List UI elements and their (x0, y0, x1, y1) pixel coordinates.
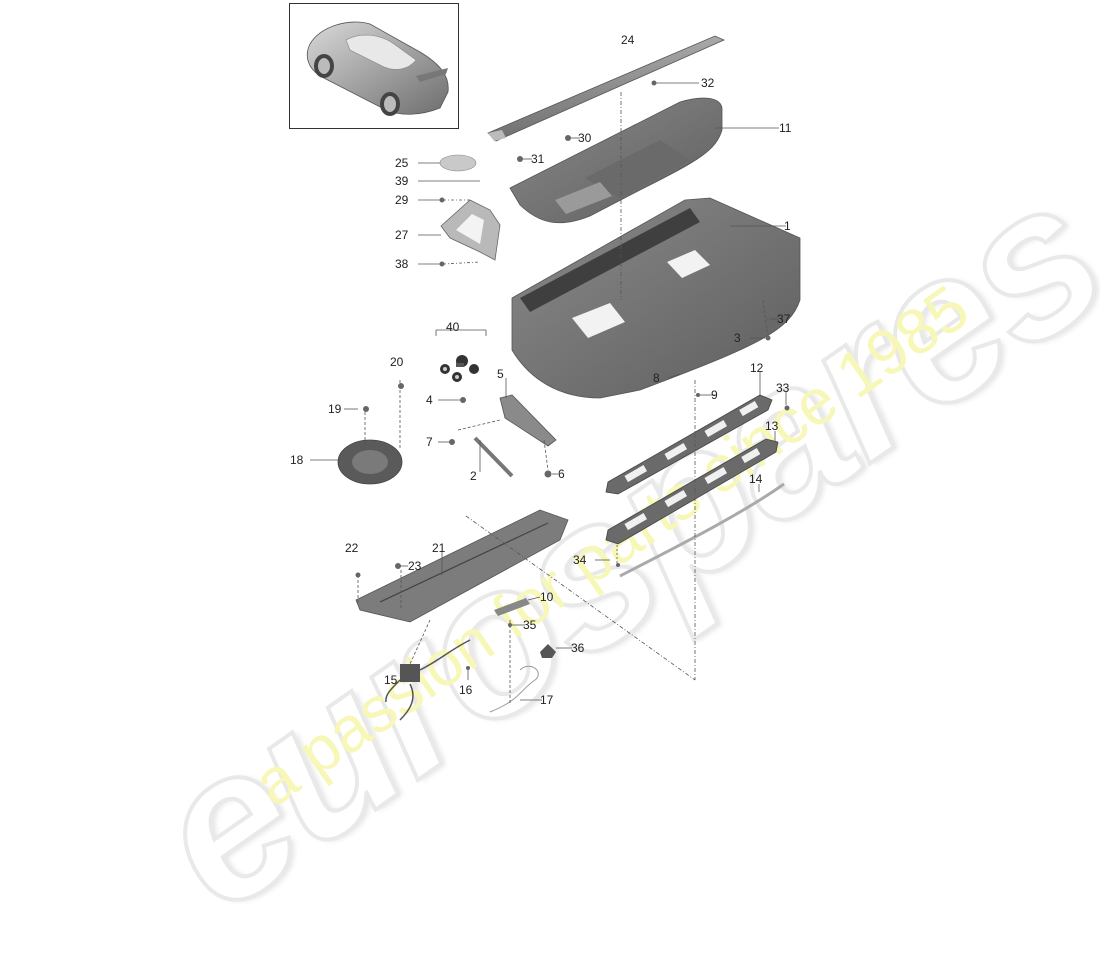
part-13-frame[interactable] (605, 438, 779, 545)
vehicle-thumbnail[interactable] (289, 3, 459, 129)
callout-24[interactable]: 24 (621, 33, 635, 47)
part-2-gas-strut[interactable] (473, 436, 514, 478)
callout-20[interactable]: 20 (390, 355, 404, 369)
callout-31[interactable]: 31 (531, 152, 545, 166)
callout-4[interactable]: 4 (426, 393, 433, 407)
part-24-spoiler-blade[interactable] (487, 35, 725, 142)
callout-37[interactable]: 37 (777, 312, 791, 326)
leader-lines (310, 82, 787, 705)
car-icon (306, 21, 449, 116)
callout-3[interactable]: 3 (734, 331, 741, 345)
callout-23[interactable]: 23 (408, 559, 422, 573)
part-36-clip[interactable] (540, 644, 556, 658)
callout-17[interactable]: 17 (540, 693, 554, 707)
callout-35[interactable]: 35 (523, 618, 537, 632)
callout-18[interactable]: 18 (290, 453, 304, 467)
callout-33[interactable]: 33 (776, 381, 790, 395)
parts-diagram: eurospares a passion for parts since 198… (110, 3, 1100, 957)
part-12-frame[interactable] (605, 394, 773, 495)
part-14-seal-strip[interactable] (619, 482, 785, 578)
callout-10[interactable]: 10 (540, 590, 554, 604)
part-15-lock[interactable] (385, 639, 471, 721)
part-21-lower-panel[interactable] (355, 509, 569, 623)
parts-artwork (310, 35, 801, 721)
callout-30[interactable]: 30 (578, 131, 592, 145)
part-25-cap[interactable] (439, 154, 477, 172)
part-40-fastener-set[interactable] (440, 355, 479, 382)
callout-5[interactable]: 5 (497, 367, 504, 381)
part-11-spoiler-upper[interactable] (509, 97, 723, 224)
part-1-rear-lid[interactable] (511, 197, 801, 399)
callout-36[interactable]: 36 (571, 641, 585, 655)
callout-27[interactable]: 27 (395, 228, 409, 242)
callout-38[interactable]: 38 (395, 257, 409, 271)
part-27-bracket[interactable] (440, 199, 501, 261)
callout-25[interactable]: 25 (395, 156, 409, 170)
callout-6[interactable]: 6 (558, 467, 565, 481)
callout-40[interactable]: 40 (446, 320, 460, 334)
callout-12[interactable]: 12 (750, 361, 764, 375)
callout-11[interactable]: 11 (779, 121, 792, 135)
part-10-latch[interactable] (494, 598, 530, 616)
callout-9[interactable]: 9 (711, 388, 718, 402)
callout-22[interactable]: 22 (345, 541, 359, 555)
callout-7[interactable]: 7 (426, 435, 433, 449)
callout-34[interactable]: 34 (573, 553, 587, 567)
callout-13[interactable]: 13 (765, 419, 779, 433)
part-17-cable[interactable] (489, 665, 539, 713)
small-fasteners (355, 80, 790, 670)
part-5-hinge[interactable] (499, 394, 557, 447)
callout-19[interactable]: 19 (328, 402, 342, 416)
callout-32[interactable]: 32 (701, 76, 715, 90)
callout-15[interactable]: 15 (384, 673, 398, 687)
callout-8[interactable]: 8 (653, 371, 660, 385)
callout-16[interactable]: 16 (459, 683, 473, 697)
callout-2[interactable]: 2 (470, 469, 477, 483)
callout-39[interactable]: 39 (395, 174, 409, 188)
callout-1[interactable]: 1 (784, 219, 791, 233)
callout-14[interactable]: 14 (749, 472, 763, 486)
part-18-actuator-motor[interactable] (337, 439, 403, 485)
callout-21[interactable]: 21 (432, 541, 446, 555)
callout-29[interactable]: 29 (395, 193, 409, 207)
